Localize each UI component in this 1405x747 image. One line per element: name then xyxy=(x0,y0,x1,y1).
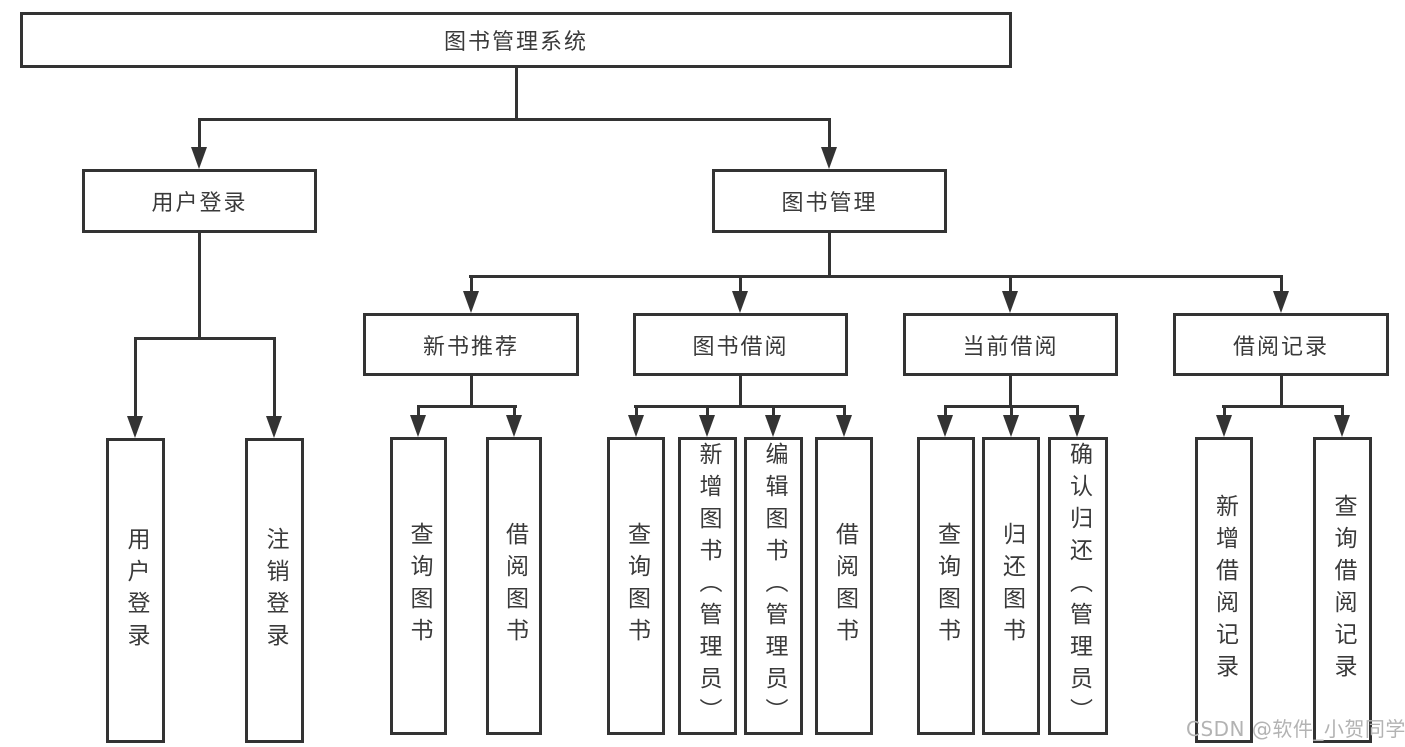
connector-line xyxy=(134,337,137,419)
arrowhead-down-icon xyxy=(836,415,852,437)
leaf-label: 查询图书 xyxy=(623,522,650,650)
node-label: 图书借阅 xyxy=(692,334,789,360)
leaf-label: 新增借阅记录 xyxy=(1211,494,1238,686)
leaf-label: 查询借阅记录 xyxy=(1330,494,1356,686)
connector-line xyxy=(417,405,420,417)
arrowhead-down-icon xyxy=(191,147,207,169)
connector-line xyxy=(1280,275,1283,295)
leaf-label: 借阅图书 xyxy=(501,522,528,650)
leaf-edit-books-admin: 编辑图书（管理员） xyxy=(744,437,803,735)
connector-line xyxy=(739,373,742,407)
node-label: 借阅记录 xyxy=(1232,334,1329,360)
node-new-book-recommend: 新书推荐 xyxy=(363,313,579,376)
node-label: 图书管理系统 xyxy=(443,30,588,55)
arrowhead-down-icon xyxy=(266,416,282,438)
connector-line xyxy=(417,405,517,408)
connector-line xyxy=(828,118,831,151)
arrowhead-down-icon xyxy=(1334,415,1350,437)
arrowhead-down-icon xyxy=(937,415,953,437)
arrowhead-down-icon xyxy=(1069,415,1085,437)
node-user-login: 用户登录 xyxy=(82,169,317,233)
node-book-borrowing: 图书借阅 xyxy=(633,313,848,376)
arrowhead-down-icon xyxy=(506,415,522,437)
connector-line xyxy=(198,118,831,121)
arrowhead-down-icon xyxy=(1003,415,1019,437)
connector-line xyxy=(198,118,201,151)
connector-line xyxy=(469,275,1283,278)
connector-line xyxy=(273,337,276,419)
leaf-add-borrow-record: 新增借阅记录 xyxy=(1195,437,1253,743)
arrowhead-down-icon xyxy=(628,415,644,437)
leaf-label: 新增图书（管理员） xyxy=(695,442,721,730)
arrowhead-down-icon xyxy=(732,291,748,313)
leaf-borrow-books-recommend: 借阅图书 xyxy=(486,437,542,735)
leaf-label: 查询图书 xyxy=(406,522,432,650)
node-label: 新书推荐 xyxy=(422,334,519,360)
leaf-return-books: 归还图书 xyxy=(982,437,1040,735)
node-label: 图书管理 xyxy=(781,191,878,216)
connector-line xyxy=(134,337,276,340)
connector-line xyxy=(634,405,846,408)
arrowhead-down-icon xyxy=(821,147,837,169)
leaf-label: 编辑图书（管理员） xyxy=(761,442,787,730)
leaf-query-borrow-record: 查询借阅记录 xyxy=(1313,437,1372,743)
arrowhead-down-icon xyxy=(765,415,781,437)
arrowhead-down-icon xyxy=(1216,415,1232,437)
leaf-logout: 注销登录 xyxy=(245,438,304,743)
arrowhead-down-icon xyxy=(699,415,715,437)
csdn-watermark: CSDN @软件_小贺同学 xyxy=(1186,717,1405,741)
leaf-user-login: 用户登录 xyxy=(106,438,165,743)
arrowhead-down-icon xyxy=(410,415,426,437)
leaf-query-books-borrowing: 查询图书 xyxy=(607,437,665,735)
connector-line xyxy=(944,405,947,417)
connector-line xyxy=(739,275,742,295)
node-book-management: 图书管理 xyxy=(712,169,947,233)
connector-line xyxy=(470,275,473,295)
connector-line xyxy=(843,405,846,417)
leaf-add-books-admin: 新增图书（管理员） xyxy=(678,437,737,735)
leaf-label: 注销登录 xyxy=(262,526,288,655)
connector-line xyxy=(1280,373,1283,407)
node-label: 用户登录 xyxy=(151,191,248,216)
leaf-label: 确认归还（管理员） xyxy=(1065,442,1092,730)
connector-line xyxy=(828,230,831,277)
connector-line xyxy=(1222,405,1344,408)
connector-line xyxy=(1076,405,1079,417)
leaf-confirm-return-admin: 确认归还（管理员） xyxy=(1048,437,1108,735)
connector-line xyxy=(198,230,201,340)
leaf-label: 借阅图书 xyxy=(831,522,858,650)
node-current-borrowing: 当前借阅 xyxy=(903,313,1118,376)
leaf-label: 查询图书 xyxy=(933,522,960,650)
connector-line xyxy=(706,405,709,417)
node-borrowing-records: 借阅记录 xyxy=(1173,313,1389,376)
connector-line xyxy=(513,405,516,417)
leaf-label: 归还图书 xyxy=(998,522,1025,650)
arrowhead-down-icon xyxy=(463,291,479,313)
leaf-query-books-recommend: 查询图书 xyxy=(390,437,447,735)
connector-line xyxy=(1010,405,1013,417)
connector-line xyxy=(635,405,638,417)
connector-line xyxy=(1223,405,1226,417)
connector-line xyxy=(470,373,473,407)
leaf-label: 用户登录 xyxy=(123,526,149,655)
connector-line xyxy=(1009,373,1012,407)
node-library-management-system: 图书管理系统 xyxy=(20,12,1012,68)
connector-line xyxy=(772,405,775,417)
node-label: 当前借阅 xyxy=(962,334,1059,360)
connector-line xyxy=(515,66,518,120)
arrowhead-down-icon xyxy=(1002,291,1018,313)
connector-line xyxy=(1009,275,1012,295)
arrowhead-down-icon xyxy=(1273,291,1289,313)
leaf-borrow-books: 借阅图书 xyxy=(815,437,873,735)
connector-line xyxy=(1341,405,1344,417)
leaf-query-books-current: 查询图书 xyxy=(917,437,975,735)
arrowhead-down-icon xyxy=(127,416,143,438)
